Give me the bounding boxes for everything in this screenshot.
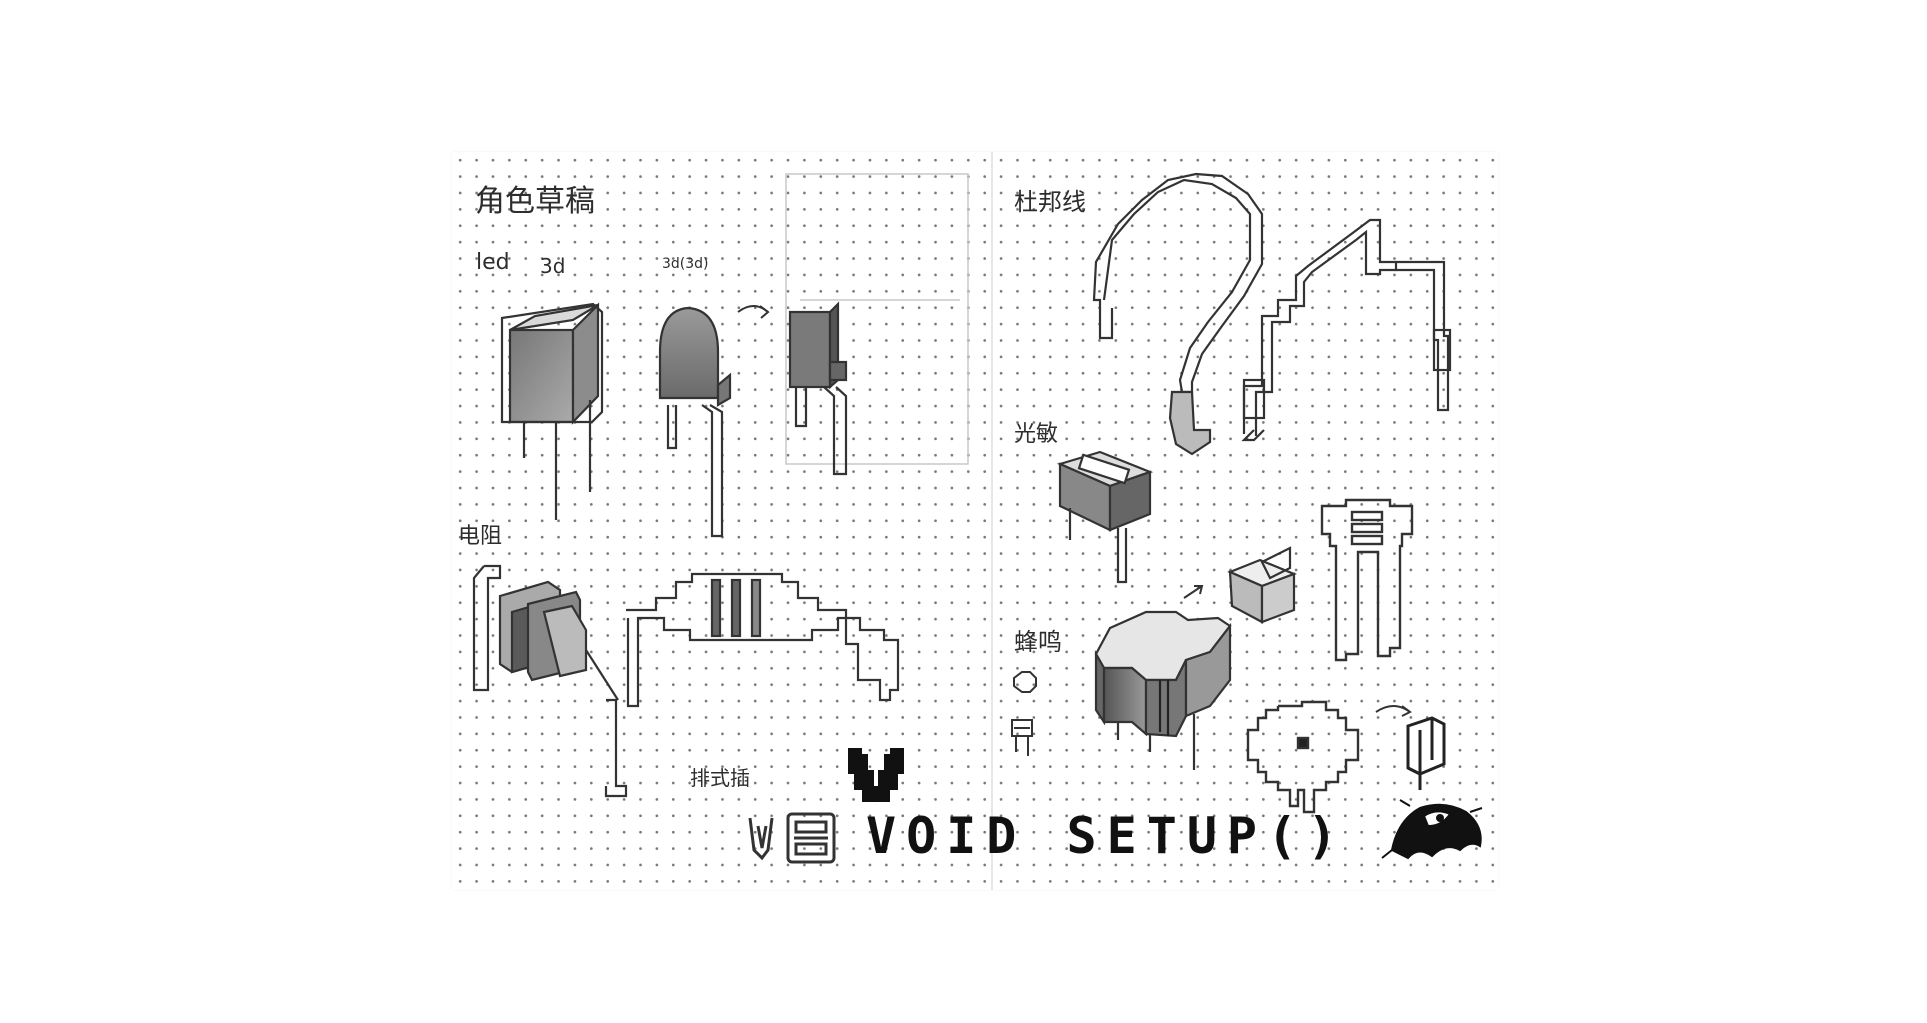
right-heading-label: 杜邦线 <box>1014 188 1086 216</box>
heading-left-label: 角色草稿 <box>475 184 595 219</box>
light-sensor-label: 光敏 <box>1014 422 1059 447</box>
notebook-spine <box>991 152 993 890</box>
resistor-label: 电阻 <box>458 524 503 549</box>
led-3d-label: 3d <box>540 254 566 278</box>
buzzer-label: 蜂鸣 <box>1014 628 1062 656</box>
led-label: led <box>476 250 510 275</box>
logo-title: VOID SETUP() <box>866 807 1348 865</box>
led-3d-variant-label: 3d(3d) <box>662 256 709 272</box>
pin-header-label: 排式插 <box>690 766 750 790</box>
dot-grid-paper <box>452 152 1498 890</box>
